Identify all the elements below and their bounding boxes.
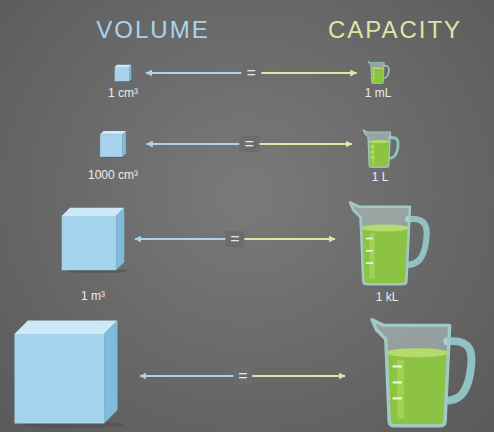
column-title: CAPACITY [328, 16, 462, 44]
jug-icon [343, 198, 431, 286]
column-title-holder: VOLUME [96, 16, 209, 44]
column-title-holder: CAPACITY [328, 16, 462, 44]
capacity-jug: 1 kL [339, 198, 435, 304]
unit-label: 1 cm³ [108, 86, 138, 100]
equals-sign-holder: = [233, 368, 252, 384]
equals-sign: = [240, 136, 259, 152]
capacity-jug: 1 mL [361, 60, 396, 100]
equals-sign-holder: = [242, 65, 261, 81]
cube-icon [59, 205, 127, 273]
unit-label: 1 L [372, 170, 389, 184]
volume-cube: 1 m³ [55, 205, 131, 303]
jug-icon [366, 60, 390, 84]
equals-sign: = [233, 368, 252, 384]
equals-sign: = [242, 65, 261, 81]
column-title: VOLUME [96, 16, 209, 44]
capacity-jug: 1 L [356, 128, 404, 184]
cube-icon [114, 64, 132, 82]
equals-sign: = [225, 231, 244, 247]
jug-illustration [372, 320, 471, 426]
unit-label: 1 m³ [81, 289, 105, 303]
cube-icon [99, 130, 127, 158]
volume-cube: 1 cm³ [104, 64, 142, 100]
unit-label: 1 kL [376, 290, 399, 304]
unit-label: 1000 cm³ [88, 168, 138, 182]
jug-icon [360, 128, 400, 168]
equals-sign-holder: = [225, 231, 244, 247]
cube-illustration [14, 320, 124, 428]
equals-sign-holder: = [240, 136, 259, 152]
volume-cube: 1000 cm³ [84, 130, 143, 182]
unit-label: 1 mL [365, 86, 392, 100]
